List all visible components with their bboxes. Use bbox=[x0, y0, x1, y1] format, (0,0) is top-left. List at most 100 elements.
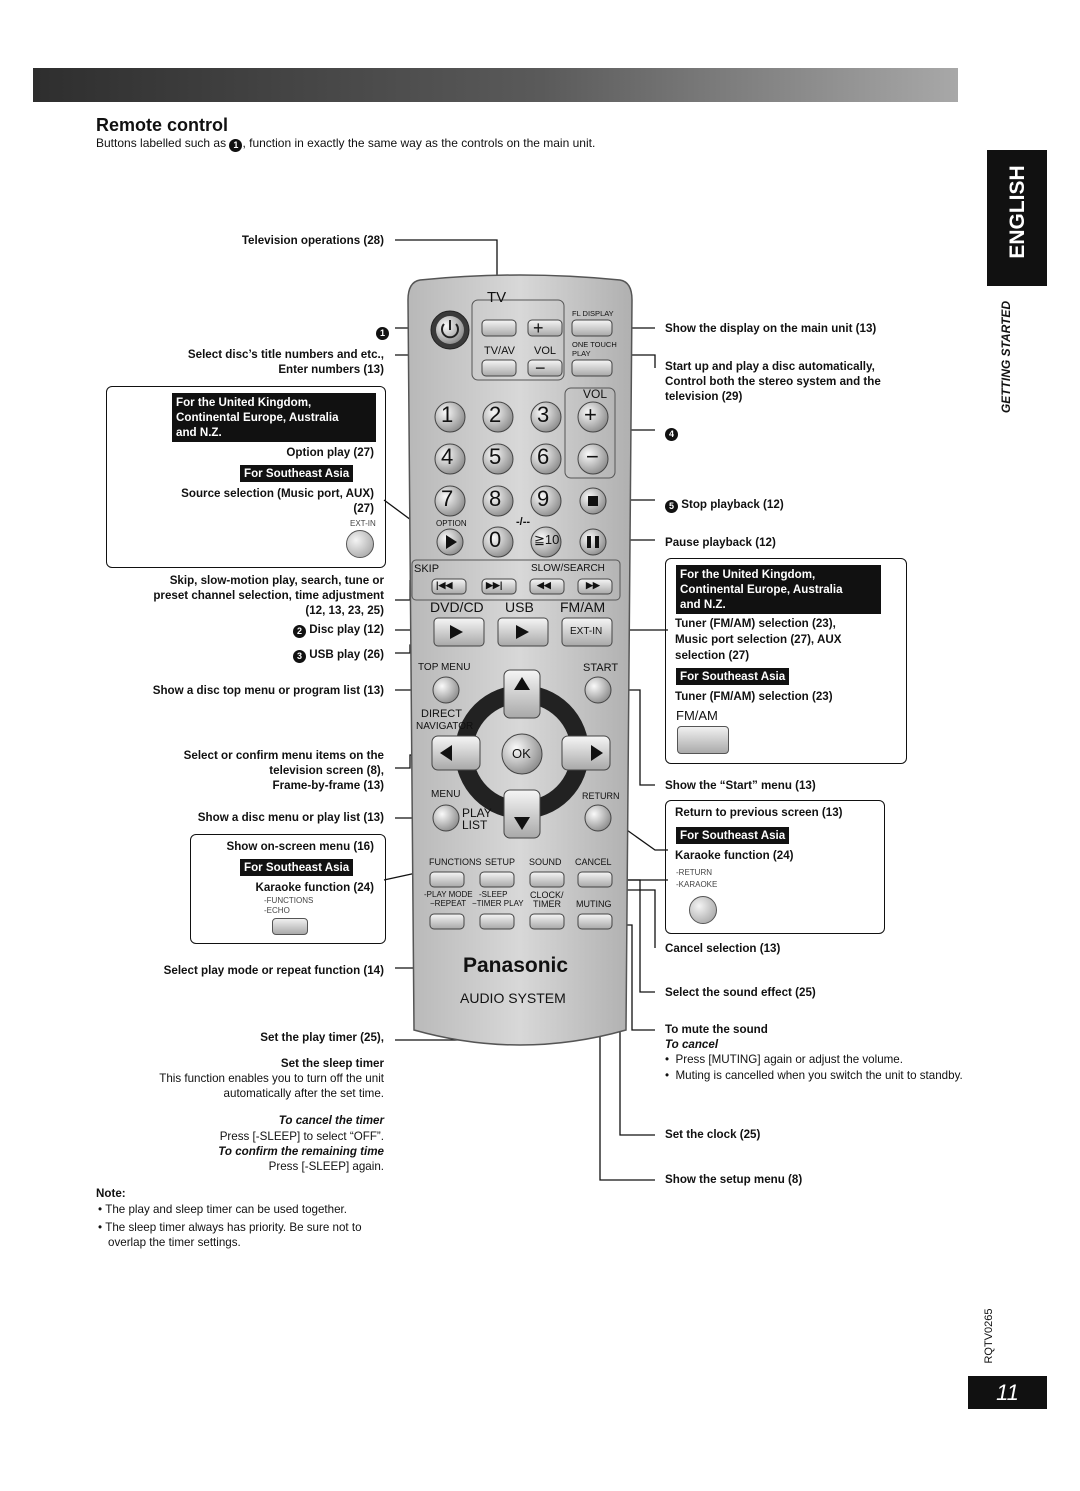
to-cancel-heading: To cancel bbox=[665, 1038, 719, 1051]
digit-4-label: 4 bbox=[441, 444, 454, 469]
remote-play-label: PLAY bbox=[462, 806, 492, 820]
remote-sleep-label: -SLEEP bbox=[479, 890, 508, 899]
remote-navigator-label: NAVIGATOR bbox=[416, 721, 474, 732]
remote-tv-label: TV bbox=[487, 289, 507, 306]
confirm-remaining-desc: Press [-SLEEP] again. bbox=[268, 1160, 384, 1173]
label-set-clock: Set the clock (25) bbox=[665, 1128, 761, 1141]
return-small-label: -RETURN bbox=[676, 868, 713, 877]
label-play-mode: Select play mode or repeat function (14) bbox=[163, 964, 384, 977]
digit-5-label: 5 bbox=[489, 444, 502, 469]
vol-up-icon: + bbox=[584, 402, 597, 427]
remote-tvav-label: TV/AV bbox=[484, 345, 515, 357]
fmam-small-label: FM/AM bbox=[676, 708, 718, 723]
digit-1-label: 1 bbox=[441, 402, 454, 427]
rewind-icon: ◀◀ bbox=[537, 580, 551, 590]
remote-slow-search-label: SLOW/SEARCH bbox=[531, 563, 605, 574]
region-sea-badge-right-2: For Southeast Asia bbox=[676, 827, 790, 844]
marker-1-icon: 1 bbox=[376, 327, 389, 340]
label-skip-3: (12, 13, 23, 25) bbox=[305, 604, 384, 617]
label-skip-1: Skip, slow-motion play, search, tune or bbox=[169, 574, 384, 587]
digit-8-label: 8 bbox=[489, 486, 502, 511]
karaoke-small-label: -KARAOKE bbox=[676, 880, 718, 889]
label-disc-menu: Show a disc menu or play list (13) bbox=[197, 811, 384, 824]
remote-direct-label: DIRECT bbox=[421, 708, 462, 720]
region-box-right-2 bbox=[665, 800, 885, 934]
marker-icon: 1 bbox=[229, 139, 243, 152]
language-tab bbox=[987, 150, 1047, 286]
cancel-timer-desc: Press [-SLEEP] to select “OFF”. bbox=[219, 1130, 384, 1143]
label-setup-menu: Show the setup menu (8) bbox=[665, 1173, 803, 1186]
mute-item: • Muting is cancelled when you switch th… bbox=[665, 1069, 963, 1082]
digit-9-label: 9 bbox=[537, 486, 550, 511]
label-source-sel-2: (27) bbox=[353, 502, 374, 515]
header-bar bbox=[33, 68, 958, 102]
label-select-confirm-2: television screen (8), bbox=[269, 764, 384, 777]
label-select-title-2: Enter numbers (13) bbox=[278, 363, 384, 376]
label-source-sel-1: Source selection (Music port, AUX) bbox=[181, 487, 374, 500]
region-box-left-2 bbox=[190, 834, 386, 944]
label-osd-menu: Show on-screen menu (16) bbox=[226, 840, 374, 853]
label-karaoke-right: Karaoke function (24) bbox=[675, 849, 794, 862]
remote-ge10-label: ≧10 bbox=[534, 532, 560, 547]
digit-2-label: 2 bbox=[489, 402, 502, 427]
next-icon: ▶▶| bbox=[486, 580, 503, 590]
remote-usb-label: USB bbox=[505, 599, 534, 615]
label-mute: To mute the sound bbox=[665, 1023, 768, 1036]
remote-play-mode-label: -PLAY MODE bbox=[424, 890, 473, 899]
remote-sound-label: SOUND bbox=[529, 857, 562, 867]
functions-button-illustration bbox=[272, 918, 308, 935]
remote-cancel-label: CANCEL bbox=[575, 857, 612, 867]
marker-4-icon: 4 bbox=[665, 428, 678, 441]
remote-vol2-label: VOL bbox=[583, 387, 608, 401]
remote-start-label: START bbox=[583, 662, 619, 674]
label-start-menu: Show the “Start” menu (13) bbox=[665, 779, 816, 792]
label-tuner-2: Music port selection (27), AUX bbox=[675, 633, 842, 646]
intro-text: Buttons labelled such as 1, function in … bbox=[96, 136, 596, 152]
region-box-right-1 bbox=[665, 558, 907, 764]
digit-0-label: 0 bbox=[489, 527, 502, 552]
remote-top-menu-label: TOP MENU bbox=[418, 662, 471, 673]
note-item: • The play and sleep timer can be used t… bbox=[98, 1203, 347, 1216]
remote-muting-label: MUTING bbox=[576, 899, 612, 909]
label-tuner-sea: Tuner (FM/AM) selection (23) bbox=[675, 690, 833, 703]
label-one-touch-3: television (29) bbox=[665, 390, 743, 403]
label-pause: Pause playback (12) bbox=[665, 536, 776, 549]
region-sea-badge-right: For Southeast Asia bbox=[676, 668, 790, 685]
sleep-desc-1: This function enables you to turn off th… bbox=[159, 1072, 384, 1085]
label-tv-ops: Television operations (28) bbox=[241, 234, 384, 247]
label-cancel-sel: Cancel selection (13) bbox=[665, 942, 781, 955]
note-heading: Note: bbox=[96, 1187, 126, 1200]
region-box-left-1 bbox=[106, 386, 386, 568]
remote-fl-display-label: FL DISPLAY bbox=[572, 309, 614, 318]
remote-fmam-label: FM/AM bbox=[560, 599, 606, 615]
tv-vol-down-icon: − bbox=[535, 358, 546, 378]
remote-clock-label: CLOCK/ bbox=[530, 890, 564, 900]
remote-control bbox=[407, 274, 633, 1046]
digit-3-label: 3 bbox=[537, 402, 550, 427]
label-select-confirm-3: Frame-by-frame (13) bbox=[272, 779, 384, 792]
label-select-title-1: Select disc’s title numbers and etc., bbox=[187, 348, 384, 361]
note-item: • The sleep timer always has priority. B… bbox=[98, 1221, 362, 1249]
label-stop: 5 Stop playback (12) bbox=[665, 497, 784, 513]
prev-icon: |◀◀ bbox=[436, 580, 453, 590]
digit-7-label: 7 bbox=[441, 486, 454, 511]
page-number: 11 bbox=[968, 1376, 1047, 1409]
vol-down-icon: − bbox=[586, 444, 599, 469]
remote-dvdcd-label: DVD/CD bbox=[430, 599, 484, 615]
remote-timer-play-label: −TIMER PLAY bbox=[472, 899, 524, 908]
region-uk-badge-left: For the United Kingdom, Continental Euro… bbox=[172, 393, 376, 442]
remote-setup-label: SETUP bbox=[485, 857, 516, 867]
remote-timer-label: TIMER bbox=[533, 899, 561, 909]
remote-one-touch-label: ONE TOUCH PLAY bbox=[572, 340, 617, 358]
remote-vol-label: VOL bbox=[534, 345, 557, 357]
label-play-timer: Set the play timer (25), bbox=[260, 1031, 384, 1044]
label-one-touch-1: Start up and play a disc automatically, bbox=[665, 360, 875, 373]
label-top-menu: Show a disc top menu or program list (13… bbox=[152, 684, 384, 697]
region-uk-badge-right: For the United Kingdom, Continental Euro… bbox=[676, 565, 881, 614]
remote-menu-label: MENU bbox=[431, 789, 461, 800]
remote-audio-system-label: AUDIO SYSTEM bbox=[460, 990, 566, 1006]
tv-vol-up-icon: + bbox=[533, 318, 544, 338]
cancel-timer-heading: To cancel the timer bbox=[278, 1114, 384, 1127]
label-skip-2: preset channel selection, time adjustmen… bbox=[153, 589, 384, 602]
page-title: Remote control bbox=[96, 115, 229, 135]
